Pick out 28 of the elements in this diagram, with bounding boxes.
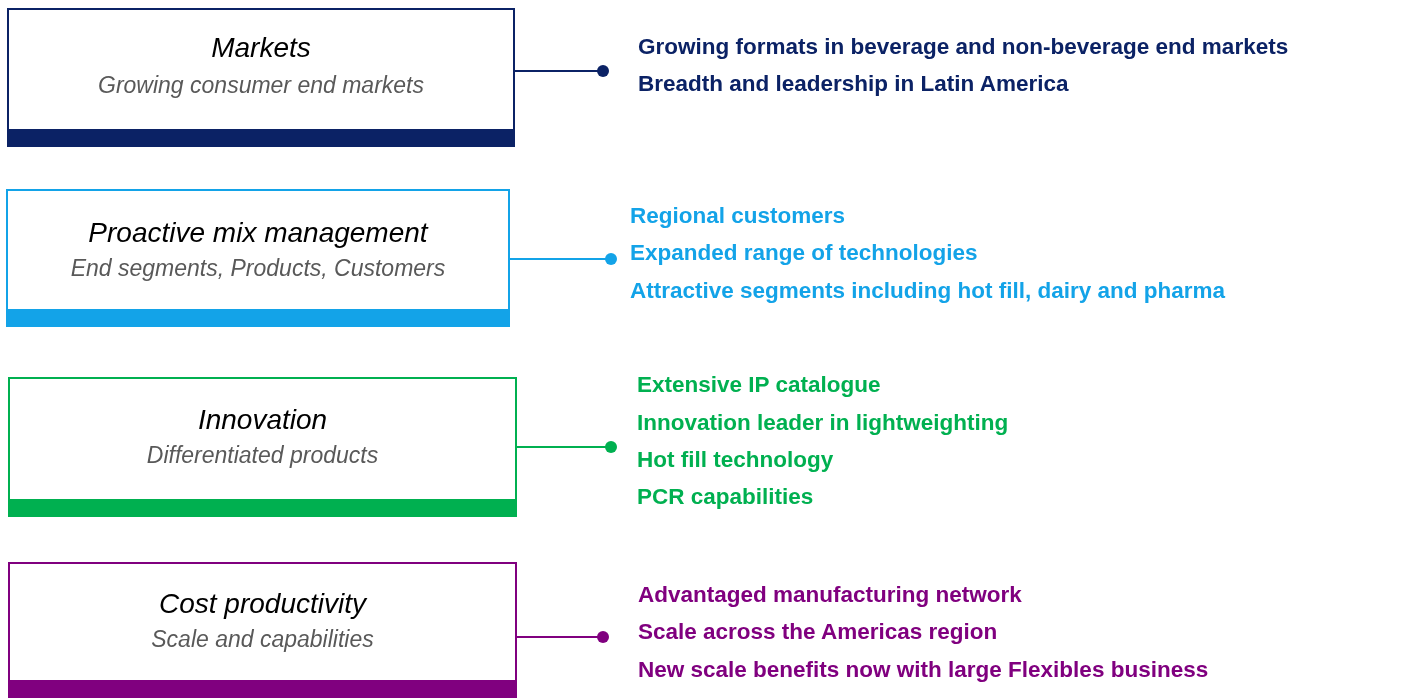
- category-title: Cost productivity: [158, 588, 368, 620]
- bullet-text: Attractive segments including hot fill, dairy and pharma: [630, 278, 1226, 304]
- bullet-text: Breadth and leadership in Latin America: [638, 71, 1069, 97]
- bullet-text: PCR capabilities: [637, 484, 814, 510]
- bullet-text: Scale across the Americas region: [638, 619, 998, 645]
- connector-line: [514, 65, 609, 77]
- bullet-text: Hot fill technology: [637, 447, 834, 473]
- category-box: [8, 377, 517, 517]
- bullet-text: New scale benefits now with large Flexibles business: [638, 657, 1209, 683]
- bullet-text: Expanded range of technologies: [630, 240, 978, 266]
- category-subtitle: Differentiated products: [145, 442, 380, 469]
- category-title: Markets: [210, 32, 312, 64]
- bullet-text: Extensive IP catalogue: [637, 372, 881, 398]
- bullet-text: Innovation leader in lightweighting: [637, 410, 1009, 436]
- category-title: Proactive mix management: [87, 217, 430, 249]
- bullet-text: Advantaged manufacturing network: [638, 582, 1022, 608]
- bullet-text: Growing formats in beverage and non-beverage end markets: [638, 34, 1289, 60]
- bullet-text: Regional customers: [630, 203, 846, 229]
- category-box: [7, 8, 515, 147]
- category-title: Innovation: [196, 404, 329, 436]
- connector-line: [516, 441, 617, 453]
- category-subtitle: Scale and capabilities: [150, 626, 375, 653]
- connector-line: [516, 631, 609, 643]
- connector-line: [509, 253, 617, 265]
- category-box: [8, 562, 517, 698]
- category-subtitle: End segments, Products, Customers: [69, 255, 447, 282]
- category-box: [6, 189, 510, 327]
- category-subtitle: Growing consumer end markets: [97, 72, 425, 99]
